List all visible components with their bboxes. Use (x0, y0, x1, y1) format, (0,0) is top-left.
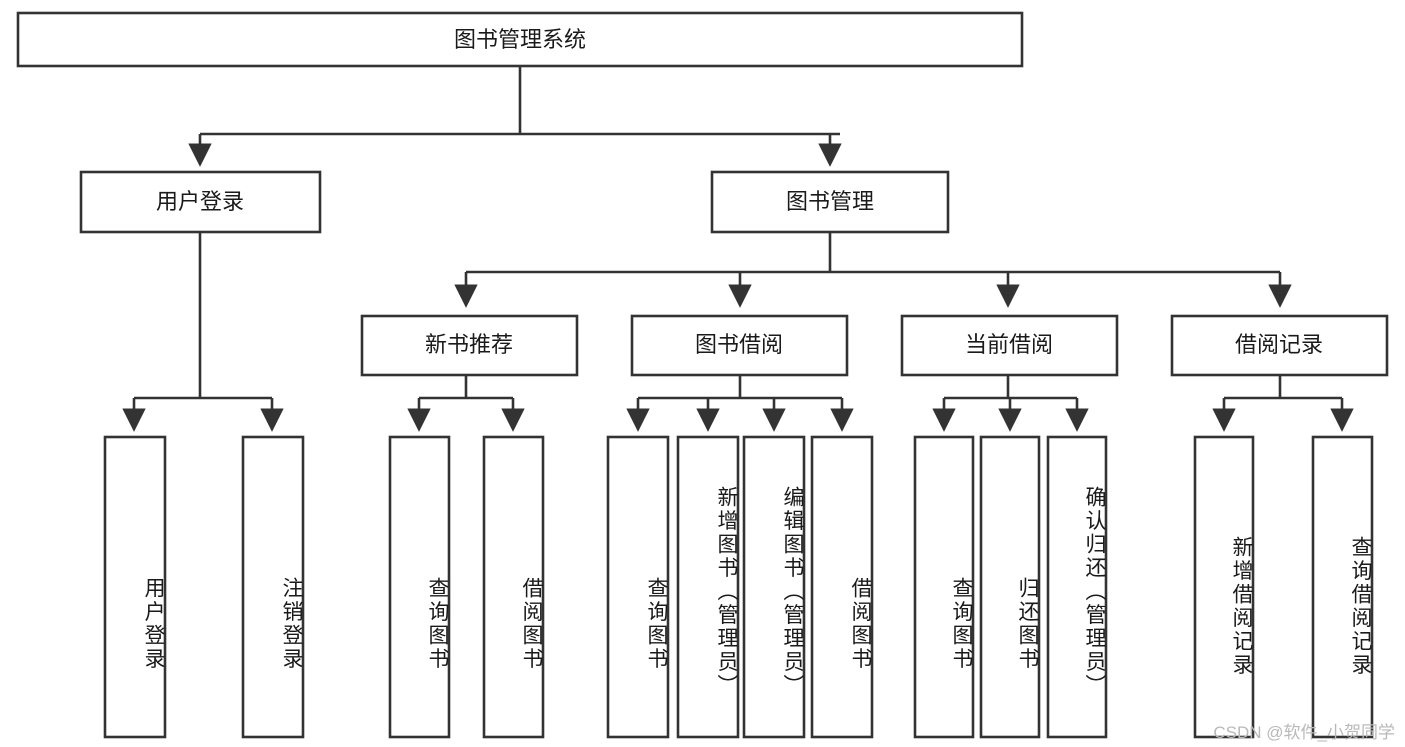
node-new-book-recommend-label: 新书推荐 (425, 332, 513, 357)
node-book-borrow[interactable]: 图书借阅 (630, 314, 849, 377)
leaf-box[interactable] (482, 435, 545, 739)
node-borrow-record[interactable]: 借阅记录 (1170, 314, 1389, 377)
connector-bookmgmt-to-level3 (454, 232, 1292, 308)
leaf-group-borrow-record (1193, 435, 1374, 739)
connector-userlogin-to-leaves (122, 232, 284, 432)
csdn-watermark: CSDN @软件_小贺同学 (1213, 723, 1395, 742)
leaf-box[interactable] (676, 435, 740, 739)
leaf-box[interactable] (1193, 435, 1255, 739)
leaf-box[interactable] (1046, 435, 1108, 739)
node-user-login[interactable]: 用户登录 (79, 170, 322, 234)
leaf-group-current-borrow (913, 435, 1108, 739)
leaf-box[interactable] (388, 435, 451, 739)
node-current-borrow-label: 当前借阅 (965, 332, 1053, 357)
leaf-group-book-borrow (606, 435, 874, 739)
node-book-management-label: 图书管理 (786, 189, 874, 214)
leaf-group-user-login (103, 435, 305, 739)
connector-borrowrecord-to-leaves (1212, 375, 1354, 432)
connector-currentborrow-to-leaves (932, 375, 1089, 432)
node-new-book-recommend[interactable]: 新书推荐 (360, 314, 579, 377)
node-book-management[interactable]: 图书管理 (710, 170, 950, 234)
connector-newbook-to-leaves (407, 375, 525, 432)
leaf-group-new-book-recommend (388, 435, 545, 739)
leaf-box[interactable] (810, 435, 874, 739)
leaf-box[interactable] (103, 435, 167, 739)
node-root[interactable]: 图书管理系统 (16, 11, 1024, 68)
node-root-label: 图书管理系统 (454, 27, 586, 52)
connector-root-to-level2 (188, 66, 842, 167)
connector-bookborrow-to-leaves (626, 375, 854, 432)
node-borrow-record-label: 借阅记录 (1235, 332, 1323, 357)
leaf-box[interactable] (979, 435, 1041, 739)
leaf-box[interactable] (913, 435, 975, 739)
leaf-box[interactable] (742, 435, 806, 739)
node-current-borrow[interactable]: 当前借阅 (900, 314, 1119, 377)
node-book-borrow-label: 图书借阅 (695, 332, 783, 357)
leaf-box[interactable] (241, 435, 305, 739)
node-user-login-label: 用户登录 (156, 189, 244, 214)
leaf-box[interactable] (1311, 435, 1374, 739)
leaf-box[interactable] (606, 435, 670, 739)
